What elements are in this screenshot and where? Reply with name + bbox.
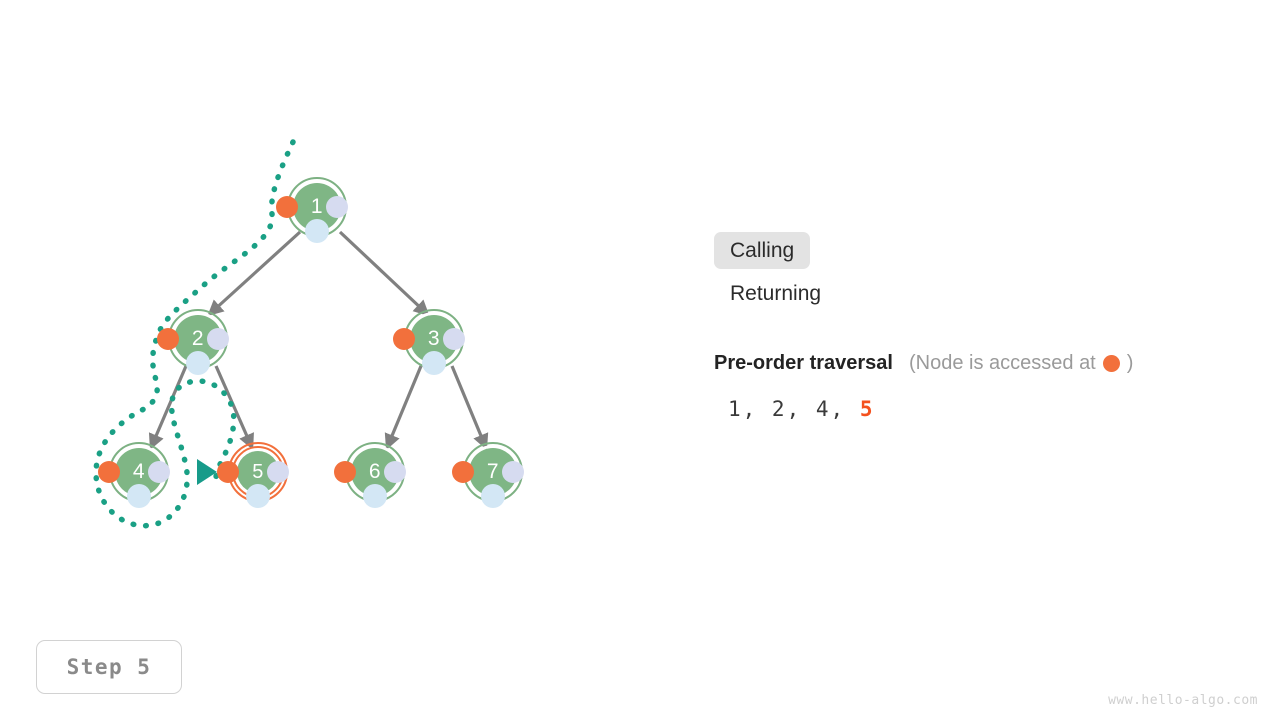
tree-node-2[interactable]: 2	[157, 309, 232, 375]
recursion-path-main	[93, 139, 296, 529]
traversal-visited: 1, 2, 4,	[728, 397, 846, 421]
step-indicator: Step 5	[36, 640, 182, 694]
tree-node-4[interactable]: 4	[98, 442, 173, 508]
traversal-current: 5	[859, 397, 875, 421]
state-returning-row: Returning	[714, 275, 1254, 312]
state-calling-badge[interactable]: Calling	[714, 232, 811, 269]
traversal-heading: Pre-order traversal (Node is accessed at…	[714, 352, 1254, 375]
return-dot-icon	[305, 219, 329, 243]
watermark: www.hello-algo.com	[1108, 693, 1258, 708]
info-panel: Calling Returning Pre-order traversal (N…	[714, 232, 1254, 421]
recursion-path	[93, 139, 296, 529]
access-dot-icon	[452, 461, 474, 483]
tree-graphics	[93, 139, 489, 529]
traversal-title: Pre-order traversal	[714, 352, 893, 374]
right-child-dot-icon	[207, 328, 229, 350]
state-calling-row: Calling	[714, 232, 1254, 269]
edge-3-6	[384, 365, 423, 451]
tree-node-5[interactable]: 5	[197, 442, 292, 508]
current-node-pointer-icon	[197, 459, 217, 485]
right-child-dot-icon	[384, 461, 406, 483]
return-dot-icon	[186, 351, 210, 375]
traversal-sequence: 1, 2, 4, 5	[728, 397, 1254, 421]
traversal-note-suffix: )	[1126, 352, 1134, 374]
access-dot-icon	[157, 328, 179, 350]
tree-node-6[interactable]: 6	[334, 442, 409, 508]
edge-2-4	[148, 365, 188, 451]
state-returning-label[interactable]: Returning	[730, 282, 822, 305]
right-child-dot-icon	[443, 328, 465, 350]
access-dot-icon	[334, 461, 356, 483]
edge-3-7	[450, 365, 489, 451]
return-dot-icon	[363, 484, 387, 508]
traversal-note-prefix: (Node is accessed at	[908, 352, 1096, 374]
return-dot-icon	[481, 484, 505, 508]
edge-1-2	[207, 230, 302, 317]
access-dot-icon	[217, 461, 239, 483]
return-dot-icon	[127, 484, 151, 508]
access-dot-icon	[98, 461, 120, 483]
access-dot-icon	[393, 328, 415, 350]
right-child-dot-icon	[148, 461, 170, 483]
edge-1-3	[338, 230, 430, 317]
return-dot-icon	[246, 484, 270, 508]
tree-node-3[interactable]: 3	[393, 309, 468, 375]
tree-edges	[148, 230, 489, 451]
tree-node-7[interactable]: 7	[452, 442, 527, 508]
right-child-dot-icon	[267, 461, 289, 483]
right-child-dot-icon	[326, 196, 348, 218]
tree-node-1[interactable]: 1	[276, 177, 351, 243]
access-dot-legend-icon	[1102, 355, 1120, 372]
return-dot-icon	[422, 351, 446, 375]
access-dot-icon	[276, 196, 298, 218]
right-child-dot-icon	[502, 461, 524, 483]
